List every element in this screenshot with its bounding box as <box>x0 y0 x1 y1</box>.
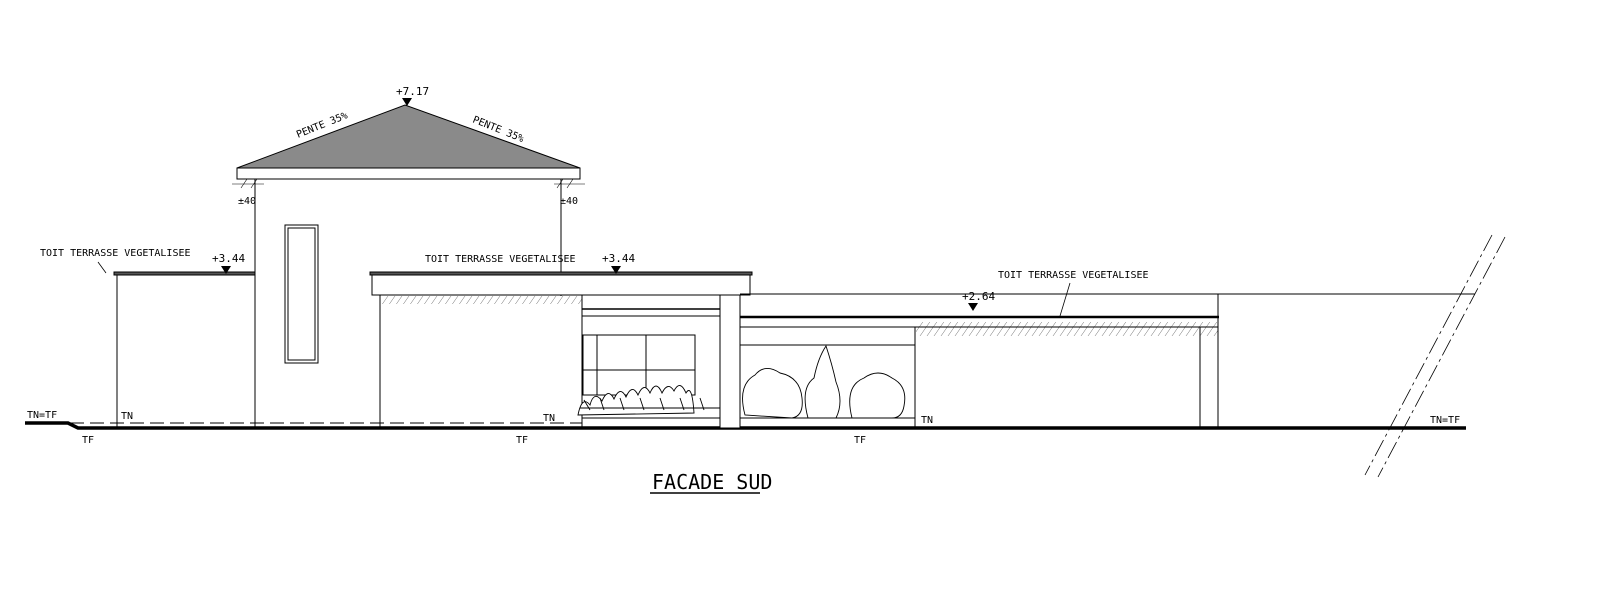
tn-label: TN <box>921 415 933 426</box>
break-lines <box>1364 234 1506 478</box>
tf-label: TF <box>854 435 866 446</box>
shrub-tall <box>804 344 841 419</box>
shrub-round <box>849 372 906 419</box>
canopy <box>740 293 1475 428</box>
level-markers <box>221 98 978 311</box>
column <box>719 294 741 429</box>
tf-label: TF <box>516 435 528 446</box>
level-marker-icon <box>221 266 231 274</box>
middle-block <box>369 271 753 429</box>
ground-line <box>25 421 1466 430</box>
shrubs <box>577 344 906 419</box>
tf-label: TF <box>82 435 94 446</box>
drawing-title: FACADE SUD <box>652 470 772 494</box>
shrub-round <box>742 368 803 419</box>
roof-level-right: +2.64 <box>962 290 995 303</box>
pitched-roof <box>236 104 581 169</box>
roof-level-middle: +3.44 <box>602 252 635 265</box>
eave-right: ±40 <box>560 196 578 207</box>
tn-label: TN <box>121 411 133 422</box>
roof-label-right: TOIT TERRASSE VEGETALISEE <box>998 270 1149 281</box>
tn-tf-left: TN=TF <box>27 410 57 421</box>
level-marker-icon <box>968 303 978 311</box>
tower <box>232 104 585 428</box>
leader-lines <box>97 261 1071 317</box>
eave-left: ±40 <box>238 196 256 207</box>
level-marker-icon <box>402 98 412 106</box>
roof-level-left: +3.44 <box>212 252 245 265</box>
left-annex <box>113 271 256 428</box>
tn-tf-right: TN=TF <box>1430 415 1460 426</box>
roof-label-left: TOIT TERRASSE VEGETALISEE <box>40 248 191 259</box>
level-marker-icon <box>611 266 621 274</box>
tall-window <box>284 224 319 364</box>
tn-label: TN <box>543 413 555 424</box>
ridge-level: +7.17 <box>396 85 429 98</box>
roof-label-middle: TOIT TERRASSE VEGETALISEE <box>425 254 576 265</box>
